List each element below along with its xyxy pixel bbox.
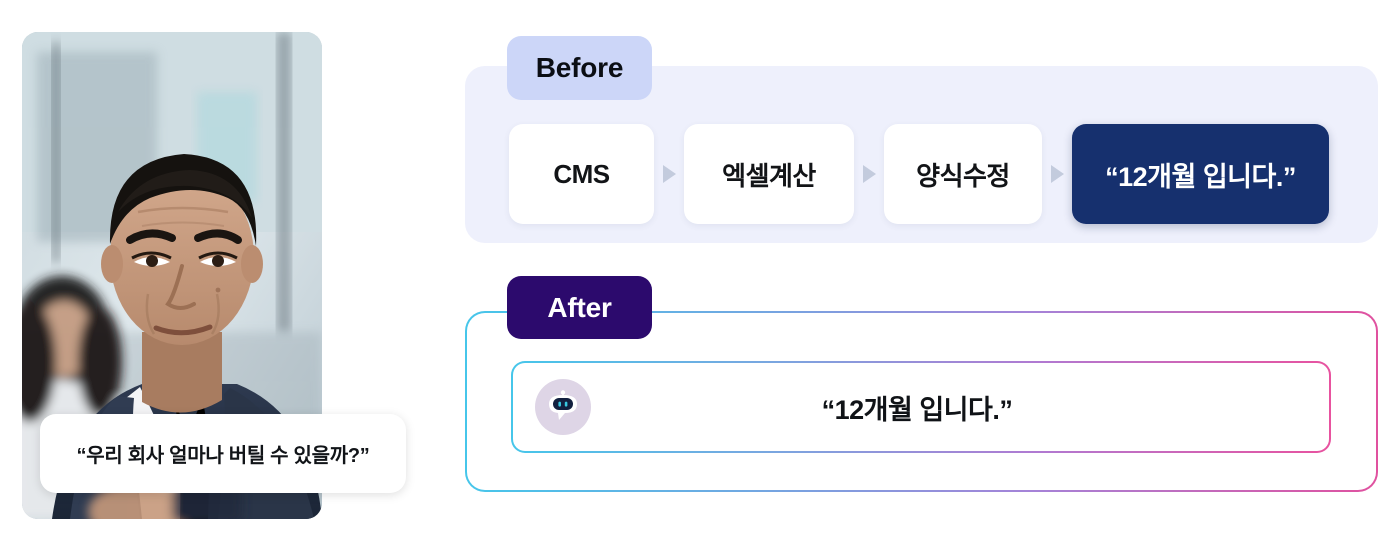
before-badge: Before [507,36,652,100]
step-chip-result[interactable]: “12개월 입니다.” [1072,124,1329,224]
step-chip-cms[interactable]: CMS [509,124,654,224]
photo-caption-text: “우리 회사 얼마나 버틸 수 있을까?” [76,445,370,467]
step-chip-label: 양식수정 [916,160,1010,191]
after-answer-card: “12개월 입니다.” [511,361,1331,453]
photo-caption-bubble: “우리 회사 얼마나 버틸 수 있을까?” [40,414,406,493]
step-chip-excel-calc[interactable]: 엑셀계산 [684,124,854,224]
after-badge-label: After [547,291,612,323]
robot-chat-glyph [549,390,577,420]
before-badge-label: Before [535,52,624,83]
step-chip-label: CMS [553,158,610,189]
after-badge: After [507,276,652,339]
after-answer-text: “12개월 입니다.” [821,394,1013,425]
step-chip-label: 엑셀계산 [722,160,816,191]
step-chip-result-label: “12개월 입니다.” [1105,161,1296,192]
triangle-right-icon [854,165,884,183]
triangle-right-icon [654,165,684,183]
before-steps-row: CMS 엑셀계산 양식수정 “12개월 입니다.” [509,124,1339,224]
step-chip-form-edit[interactable]: 양식수정 [884,124,1042,224]
robot-chat-icon [535,379,591,435]
triangle-right-icon [1042,165,1072,183]
